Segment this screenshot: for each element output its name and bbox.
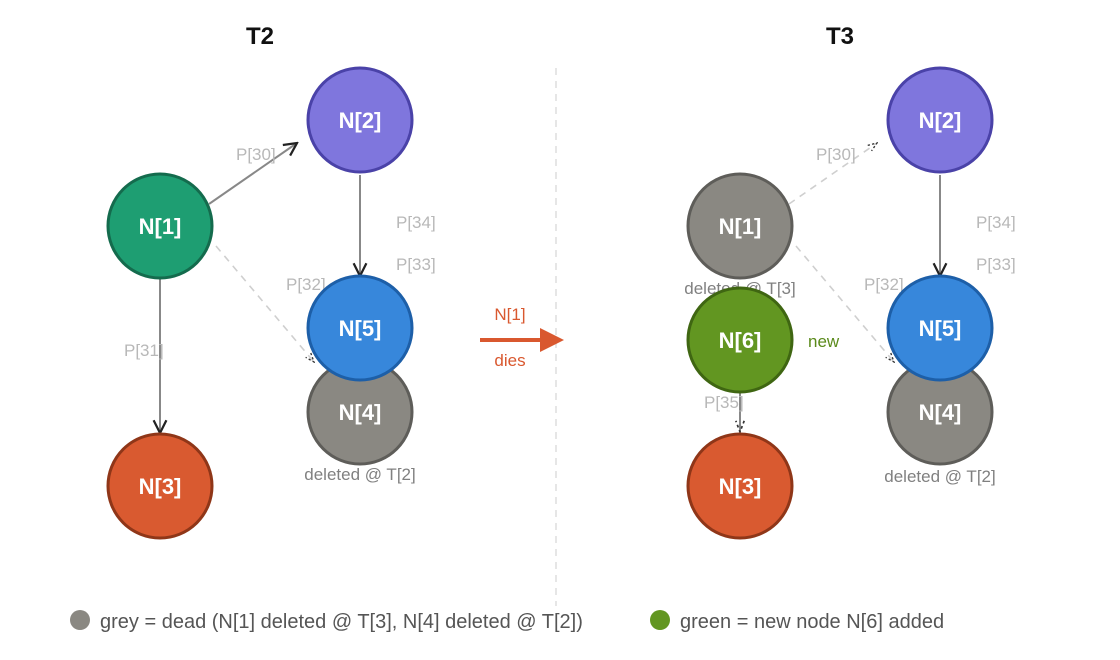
- node-n6[interactable]: N[6]: [686, 286, 794, 394]
- legend-item-new: green = new node N[6] added: [650, 610, 944, 633]
- panel-t3: P[30] P[32] P[34] P[33] P[35] N[2] N[1] …: [684, 66, 1016, 540]
- node-label: N[4]: [339, 400, 382, 425]
- node-n6-note: new: [808, 332, 840, 351]
- node-label: N[6]: [719, 328, 762, 353]
- node-label: N[4]: [919, 400, 962, 425]
- node-label: N[5]: [919, 316, 962, 341]
- legend-item-dead: grey = dead (N[1] deleted @ T[3], N[4] d…: [70, 610, 583, 633]
- panel-t2: P[30] P[31] P[32] P[34] P[33] N[2] N[1] …: [106, 66, 436, 540]
- edge-label-p31: P[31]: [124, 341, 164, 360]
- edge-label-p30: P[30]: [816, 145, 856, 164]
- node-n3[interactable]: N[3]: [106, 432, 214, 540]
- panel-title-t3: T3: [826, 23, 854, 50]
- edge-label-p32: P[32]: [286, 275, 326, 294]
- panel-title-t2: T2: [246, 23, 274, 50]
- node-n2[interactable]: N[2]: [886, 66, 994, 174]
- node-n5[interactable]: N[5]: [886, 274, 994, 382]
- edge-label-p35: P[35]: [704, 393, 744, 412]
- node-n2[interactable]: N[2]: [306, 66, 414, 174]
- node-n4-note: deleted @ T[2]: [304, 465, 415, 484]
- node-label: N[2]: [919, 108, 962, 133]
- transition-bottom-label: dies: [494, 351, 525, 370]
- node-n4[interactable]: N[4]: [886, 358, 994, 466]
- node-label: N[1]: [719, 214, 762, 239]
- legend-swatch-green-icon: [650, 610, 670, 630]
- edge-label-p34: P[34]: [976, 213, 1016, 232]
- legend: grey = dead (N[1] deleted @ T[3], N[4] d…: [70, 610, 944, 633]
- node-n1[interactable]: N[1]: [686, 172, 794, 280]
- edge-label-p32: P[32]: [864, 275, 904, 294]
- edge-label-p34: P[34]: [396, 213, 436, 232]
- legend-text-new: green = new node N[6] added: [680, 611, 944, 633]
- node-label: N[5]: [339, 316, 382, 341]
- edge-label-p30: P[30]: [236, 145, 276, 164]
- node-n5[interactable]: N[5]: [306, 274, 414, 382]
- edge-label-p33: P[33]: [976, 255, 1016, 274]
- node-label: N[3]: [139, 474, 182, 499]
- node-label: N[3]: [719, 474, 762, 499]
- legend-text-dead: grey = dead (N[1] deleted @ T[3], N[4] d…: [100, 611, 583, 633]
- transition-arrow: N[1] dies: [480, 305, 564, 370]
- node-label: N[1]: [139, 214, 182, 239]
- legend-swatch-grey-icon: [70, 610, 90, 630]
- edge-n1-n5: [215, 245, 314, 362]
- node-n4[interactable]: N[4]: [306, 358, 414, 466]
- transition-arrow-head: [540, 328, 564, 352]
- edge-n1-n2: [208, 143, 297, 205]
- node-n4-note: deleted @ T[2]: [884, 467, 995, 486]
- node-label: N[2]: [339, 108, 382, 133]
- node-n3[interactable]: N[3]: [686, 432, 794, 540]
- edge-n1-n2: [788, 143, 877, 205]
- transition-top-label: N[1]: [494, 305, 525, 324]
- node-n1[interactable]: N[1]: [106, 172, 214, 280]
- edge-label-p33: P[33]: [396, 255, 436, 274]
